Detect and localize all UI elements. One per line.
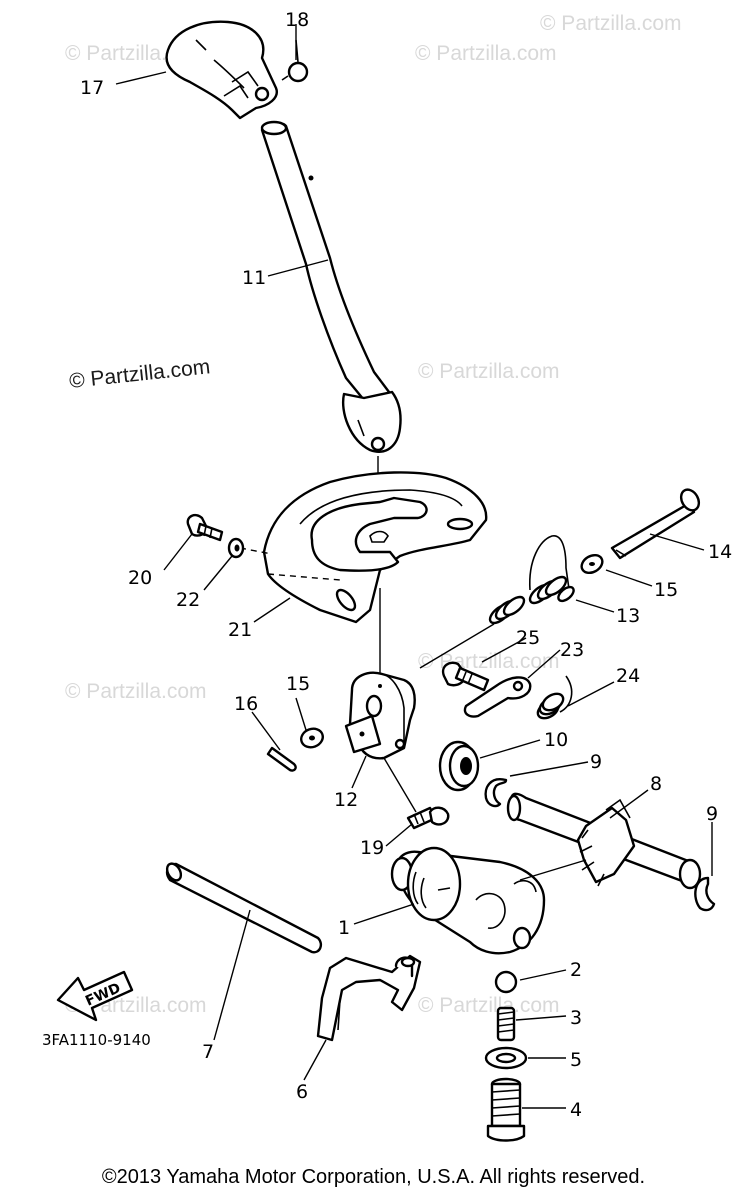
part-15-washer-left — [300, 727, 324, 749]
callout-20: 20 — [128, 567, 152, 589]
part-9-circlip-lower — [694, 876, 716, 912]
callout-23: 23 — [560, 639, 584, 661]
part-4-plug-bolt — [486, 1077, 526, 1142]
watermark: © Partzilla.com — [68, 355, 211, 393]
callout-22: 22 — [176, 589, 200, 611]
part-21-shift-gate — [239, 471, 488, 680]
callout-7: 7 — [202, 1041, 214, 1063]
callout-15-right: 15 — [654, 579, 678, 601]
callout-21: 21 — [228, 619, 252, 641]
part-17-shift-knob — [165, 20, 278, 120]
part-5-washer — [484, 1046, 528, 1070]
callout-24: 24 — [616, 665, 640, 687]
part-24-spring — [536, 675, 573, 720]
callout-1: 1 — [338, 917, 350, 939]
callout-8: 8 — [650, 773, 662, 795]
callout-9-upper: 9 — [590, 751, 602, 773]
part-16-cotter-pin — [266, 746, 297, 772]
callout-19: 19 — [360, 837, 384, 859]
watermark: © Partzilla.com — [415, 42, 557, 65]
callout-17: 17 — [80, 77, 104, 99]
part-6-shift-fork — [316, 954, 422, 1042]
part-1-shift-drum — [390, 846, 587, 955]
callout-11: 11 — [242, 267, 266, 289]
callout-13: 13 — [616, 605, 640, 627]
part-13-torsion-spring — [528, 535, 575, 605]
part-2-ball — [494, 970, 518, 994]
callout-3: 3 — [570, 1007, 582, 1029]
copyright-notice: ©2013 Yamaha Motor Corporation, U.S.A. A… — [101, 1166, 646, 1188]
part-19-bolt — [406, 806, 450, 830]
callout-14: 14 — [708, 541, 732, 563]
callout-9-lower: 9 — [706, 803, 718, 825]
diagram-code: 3FA1110-9140 — [42, 1031, 151, 1049]
part-22-washer — [227, 537, 245, 559]
part-23-lever-bolt — [441, 661, 532, 718]
leader-lines — [115, 24, 713, 1109]
callout-16: 16 — [234, 693, 258, 715]
part-10-bearing — [438, 740, 480, 792]
part-14-shaft-pin — [610, 488, 701, 560]
part-8-shift-shaft — [506, 792, 702, 890]
part-18-pin — [281, 39, 309, 83]
part-9-circlip-upper — [484, 778, 508, 808]
callout-25: 25 — [516, 627, 540, 649]
callout-18: 18 — [285, 9, 309, 31]
callout-10: 10 — [544, 729, 568, 751]
part-11-shift-lever — [260, 120, 402, 478]
part-7-guide-bar — [165, 862, 323, 954]
callouts: 17 18 11 20 22 21 14 15 13 25 23 24 15 1… — [80, 9, 732, 1121]
watermark: © Partzilla.com — [540, 12, 682, 35]
part-3-spring — [496, 1006, 516, 1042]
part-25-spring — [419, 595, 526, 669]
watermark: © Partzilla.com — [418, 360, 560, 383]
callout-12: 12 — [334, 789, 358, 811]
part-12-shift-lever-bracket — [344, 671, 417, 813]
callout-2: 2 — [570, 959, 582, 981]
callout-15-left: 15 — [286, 673, 310, 695]
watermark: © Partzilla.com — [418, 994, 560, 1017]
part-15-washer-right — [580, 553, 604, 575]
watermark: © Partzilla.com — [65, 680, 207, 703]
callout-4: 4 — [570, 1099, 582, 1121]
callout-6: 6 — [296, 1081, 308, 1103]
part-20-bolt — [186, 513, 224, 542]
callout-5: 5 — [570, 1049, 582, 1071]
